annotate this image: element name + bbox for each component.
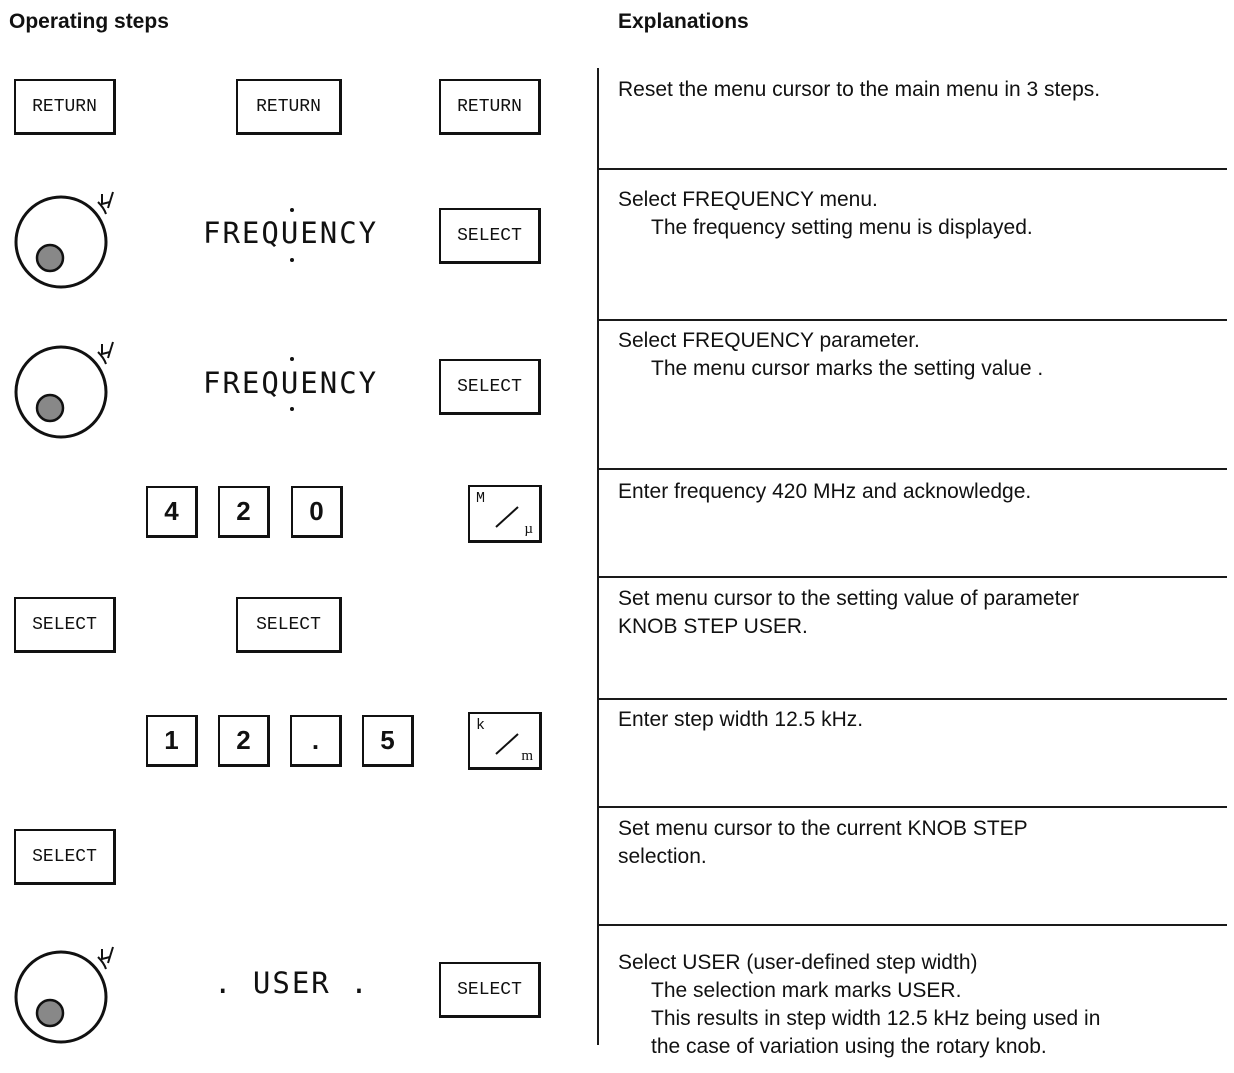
row-divider xyxy=(597,468,1227,470)
explanation-step-7: Set menu cursor to the current KNOB STEP… xyxy=(618,815,1028,871)
explanation-text: Enter frequency 420 MHz and acknowledge. xyxy=(618,480,1032,503)
digit-key-0[interactable]: 0 xyxy=(291,486,343,538)
explanation-step-3: Select FREQUENCY parameter. The menu cur… xyxy=(618,327,1043,383)
select-key[interactable]: SELECT xyxy=(439,359,541,415)
explanation-text: Enter step width 12.5 kHz. xyxy=(618,708,864,731)
digit-key-2[interactable]: 2 xyxy=(218,715,270,767)
display-frequency: FREQUENCY xyxy=(203,366,379,400)
select-key[interactable]: SELECT xyxy=(236,597,342,653)
explanation-step-6: Enter step width 12.5 kHz. xyxy=(618,706,863,734)
explanation-text: Reset the menu cursor to the main menu i… xyxy=(618,78,1101,101)
decimal-point-key[interactable]: . xyxy=(290,715,342,767)
row-divider xyxy=(597,924,1227,926)
mega-micro-unit-key[interactable]: M µ xyxy=(468,485,542,543)
explanation-step-1: Reset the menu cursor to the main menu i… xyxy=(618,76,1100,104)
column-divider xyxy=(597,68,599,1045)
explanation-text: Set menu cursor to the current KNOB STEP xyxy=(618,817,1028,840)
explanation-text: Select USER (user-defined step width) xyxy=(618,951,978,974)
kilo-milli-unit-key[interactable]: k m xyxy=(468,712,542,770)
explanation-step-5: Set menu cursor to the setting value of … xyxy=(618,585,1079,641)
explanation-subtext: The frequency setting menu is displayed. xyxy=(651,216,1033,239)
row-divider xyxy=(597,168,1227,170)
display-frequency: FREQUENCY xyxy=(203,216,379,250)
unit-key-bottom-label: m xyxy=(521,748,533,764)
unit-key-top-label: M xyxy=(476,490,486,507)
unit-key-bottom-label: µ xyxy=(524,521,533,537)
digit-key-1[interactable]: 1 xyxy=(146,715,198,767)
row-divider xyxy=(597,806,1227,808)
select-key[interactable]: SELECT xyxy=(439,962,541,1018)
return-key[interactable]: RETURN xyxy=(236,79,342,135)
cursor-dot xyxy=(290,208,294,212)
select-key[interactable]: SELECT xyxy=(14,829,116,885)
display-user: . USER . xyxy=(214,966,370,1000)
cursor-dot xyxy=(290,357,294,361)
row-divider xyxy=(597,576,1227,578)
select-key[interactable]: SELECT xyxy=(14,597,116,653)
explanation-text: Set menu cursor to the setting value of … xyxy=(618,587,1080,610)
row-divider xyxy=(597,319,1227,321)
operating-steps-header: Operating steps xyxy=(9,10,169,33)
unit-key-top-label: k xyxy=(476,717,486,734)
return-key[interactable]: RETURN xyxy=(14,79,116,135)
select-key[interactable]: SELECT xyxy=(439,208,541,264)
explanation-subtext: This results in step width 12.5 kHz bein… xyxy=(651,1007,1101,1030)
explanation-step-8: Select USER (user-defined step width) Th… xyxy=(618,949,1100,1061)
row-divider xyxy=(597,698,1227,700)
explanation-step-2: Select FREQUENCY menu. The frequency set… xyxy=(618,186,1033,242)
explanation-subtext: The selection mark marks USER. xyxy=(651,979,962,1002)
explanation-text: KNOB STEP USER. xyxy=(618,615,808,638)
slash-icon xyxy=(495,733,519,755)
explanation-text: selection. xyxy=(618,845,707,868)
explanation-subtext: The menu cursor marks the setting value … xyxy=(651,357,1044,380)
rotary-knob-icon[interactable] xyxy=(12,330,122,440)
digit-key-2[interactable]: 2 xyxy=(218,486,270,538)
digit-key-4[interactable]: 4 xyxy=(146,486,198,538)
explanations-header: Explanations xyxy=(618,10,749,33)
return-key[interactable]: RETURN xyxy=(439,79,541,135)
explanation-subtext: the case of variation using the rotary k… xyxy=(651,1035,1047,1058)
explanation-text: Select FREQUENCY parameter. xyxy=(618,329,920,352)
explanation-text: Select FREQUENCY menu. xyxy=(618,188,878,211)
cursor-dot xyxy=(290,407,294,411)
rotary-knob-icon[interactable] xyxy=(12,180,122,290)
slash-icon xyxy=(495,506,519,528)
explanation-step-4: Enter frequency 420 MHz and acknowledge. xyxy=(618,478,1031,506)
rotary-knob-icon[interactable] xyxy=(12,935,122,1045)
cursor-dot xyxy=(290,258,294,262)
digit-key-5[interactable]: 5 xyxy=(362,715,414,767)
